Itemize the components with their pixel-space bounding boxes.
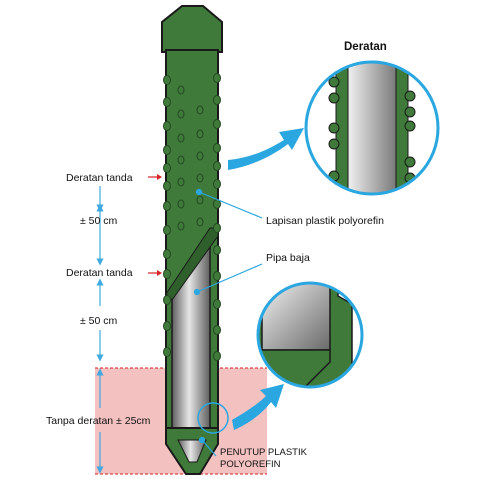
deratan-bump — [213, 95, 221, 105]
callout-arrow-icon — [232, 384, 284, 430]
deratan-bump — [213, 161, 221, 171]
top-detail-magnifier — [304, 60, 440, 196]
deratan-bump — [163, 347, 171, 357]
deratan-bump — [177, 109, 185, 119]
deratan-bump — [213, 245, 221, 255]
label-deratan-tanda-1: Deratan tanda — [66, 172, 133, 184]
deratan-bump — [163, 181, 171, 191]
bottom-cap-inner — [177, 439, 207, 463]
red-arrow-icon — [148, 270, 162, 276]
label-penutup-line1: PENUTUP PLASTIK — [220, 447, 308, 458]
deratan-bump — [213, 73, 221, 83]
label-spacing-2: ± 50 cm — [80, 315, 118, 327]
bottom-detail-magnifier — [256, 281, 364, 389]
deratan-bump — [213, 223, 221, 233]
deratan-bump — [213, 325, 221, 335]
deratan-bump — [163, 201, 171, 211]
label-pipa-baja: Pipa baja — [266, 252, 310, 264]
detail-title: Deratan — [344, 41, 387, 53]
deratan-bump — [213, 351, 221, 361]
deratan-bump — [213, 271, 221, 281]
deratan-bump — [177, 199, 185, 209]
bottom-detail-circle — [197, 402, 229, 434]
deratan-bump — [196, 173, 204, 183]
red-arrow-icon — [148, 174, 162, 180]
deratan-bump — [177, 221, 185, 231]
deratan-bump — [163, 321, 171, 331]
deratan-bump — [213, 299, 221, 309]
deratan-bump — [177, 85, 185, 95]
deratan-bump — [163, 269, 171, 279]
deratan-bump — [163, 97, 171, 107]
deratan-bump — [177, 133, 185, 143]
deratan-bumps — [163, 73, 221, 361]
label-lapisan: Lapisan plastik polyorefin — [266, 215, 384, 227]
deratan-bump — [163, 145, 171, 155]
label-spacing-1: ± 50 cm — [80, 215, 118, 227]
deratan-bump — [163, 75, 171, 85]
deratan-bump — [213, 143, 221, 153]
label-deratan-tanda-2: Deratan tanda — [66, 267, 133, 279]
deratan-bump — [196, 151, 204, 161]
deratan-bump — [196, 195, 204, 205]
deratan-bump — [163, 163, 171, 173]
deratan-bump — [213, 179, 221, 189]
deratan-bump — [163, 249, 171, 259]
label-tanpa-deratan: Tanpa deratan ± 25cm — [46, 415, 151, 427]
leader-lines — [193, 188, 263, 457]
deratan-bump — [213, 119, 221, 129]
callout-arrow-icon — [228, 128, 304, 170]
deratan-bump — [196, 105, 204, 115]
label-penutup-line2: POLYOREFIN — [220, 459, 281, 470]
top-cap — [161, 5, 223, 53]
deratan-bump — [163, 295, 171, 305]
deratan-bump — [163, 121, 171, 131]
pile-post — [161, 5, 223, 475]
deratan-bump — [177, 177, 185, 187]
deratan-bump — [196, 129, 204, 139]
deratan-bump — [196, 217, 204, 227]
deratan-bump — [177, 155, 185, 165]
deratan-bump — [163, 225, 171, 235]
